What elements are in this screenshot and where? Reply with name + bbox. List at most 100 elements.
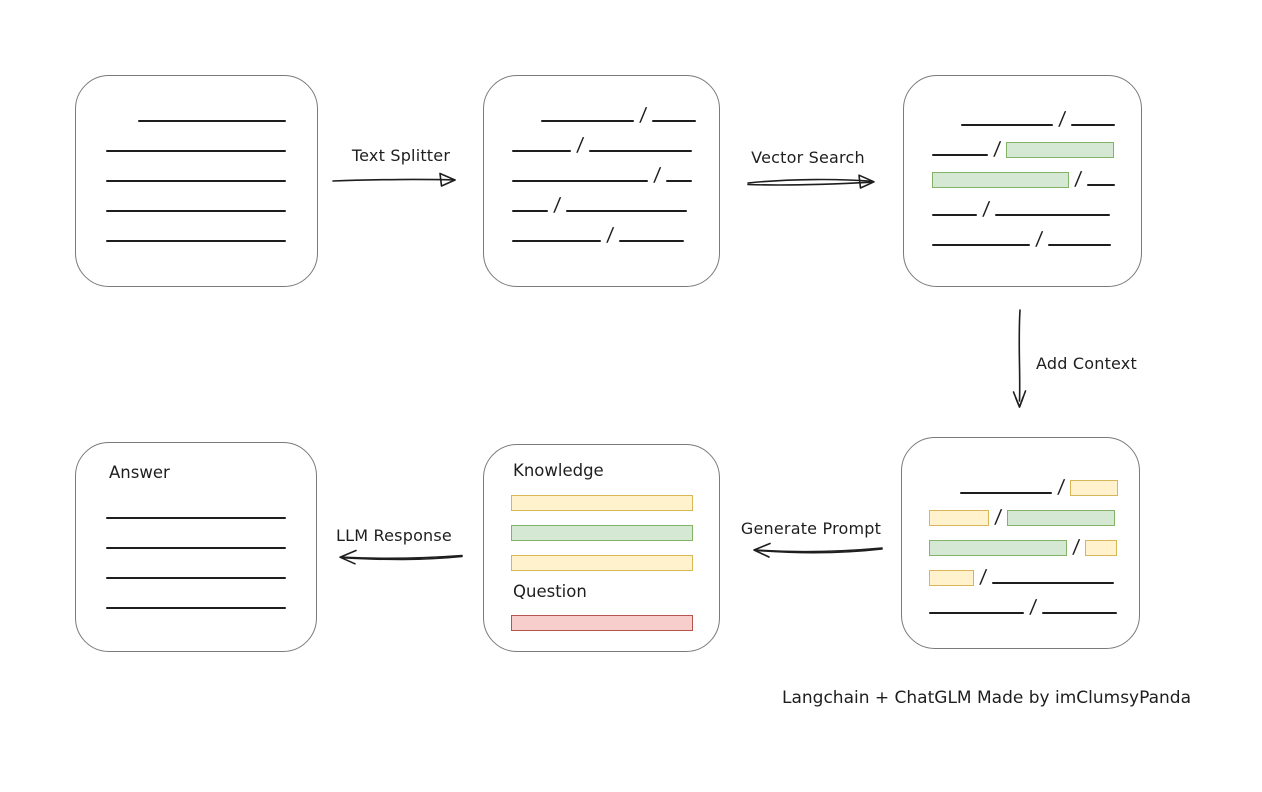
green-chunk-highlight xyxy=(932,172,1069,188)
yellow-prompt-bar xyxy=(511,495,693,511)
text-line xyxy=(106,150,286,152)
text-line xyxy=(138,120,286,122)
text-splitter-arrow xyxy=(332,172,456,187)
chunk-separator-slash: / xyxy=(575,134,585,156)
split-chunks-box: ///// xyxy=(483,75,720,287)
chunk-separator-slash: / xyxy=(552,194,562,216)
text-line xyxy=(619,240,685,242)
chunk-separator-slash: / xyxy=(1071,536,1081,558)
text-line xyxy=(932,214,977,216)
text-line xyxy=(106,210,286,212)
chunk-separator-slash: / xyxy=(1056,476,1066,498)
chunk-row xyxy=(106,551,316,581)
llm-response-label: LLM Response xyxy=(336,526,452,545)
vector-search-label: Vector Search xyxy=(751,148,865,167)
green-chunk-highlight xyxy=(1007,510,1116,526)
green-chunk-highlight xyxy=(1006,142,1115,158)
document-text-lines xyxy=(106,94,317,244)
text-line xyxy=(541,120,634,122)
prompt-box: Knowledge Question xyxy=(483,444,720,652)
green-chunk-highlight xyxy=(929,540,1067,556)
text-line xyxy=(512,210,548,212)
text-line xyxy=(960,492,1052,494)
answer-text-lines xyxy=(106,491,316,611)
chunk-separator-slash: / xyxy=(978,566,988,588)
chunk-row: / xyxy=(929,466,1139,498)
context-chunks-box: / / / / / xyxy=(901,437,1140,649)
vector-search-arrow xyxy=(747,174,875,189)
text-line xyxy=(106,517,286,519)
chunk-row: / xyxy=(512,154,719,186)
chunk-row: / xyxy=(512,184,719,216)
chunk-separator-slash: / xyxy=(1073,168,1083,190)
chunk-separator-slash: / xyxy=(992,138,1002,160)
context-chunk-rows: / / / / / xyxy=(929,466,1139,618)
text-line xyxy=(961,124,1053,126)
text-line xyxy=(932,244,1030,246)
chunk-row: / xyxy=(932,128,1141,160)
yellow-chunk-highlight xyxy=(929,570,974,586)
credit-text: Langchain + ChatGLM Made by imClumsyPand… xyxy=(782,688,1191,708)
chunk-row: / xyxy=(929,496,1139,528)
chunk-row: / xyxy=(932,188,1141,220)
chunk-row: / xyxy=(512,214,719,246)
generate-prompt-arrow xyxy=(753,542,883,558)
yellow-chunk-highlight xyxy=(929,510,989,526)
add-context-label: Add Context xyxy=(1036,354,1137,373)
split-chunk-rows: ///// xyxy=(512,94,719,246)
chunk-row: / xyxy=(932,218,1141,250)
text-line xyxy=(106,240,286,242)
chunk-separator-slash: / xyxy=(981,198,991,220)
chunk-row: / xyxy=(929,556,1139,588)
chunk-separator-slash: / xyxy=(605,224,615,246)
chunk-row: / xyxy=(929,586,1139,618)
text-line xyxy=(589,150,693,152)
text-line xyxy=(652,120,697,122)
chunk-row xyxy=(106,521,316,551)
text-line xyxy=(512,180,648,182)
text-line xyxy=(666,180,693,182)
text-line xyxy=(929,612,1024,614)
text-line xyxy=(1087,184,1116,186)
green-prompt-bar xyxy=(511,525,693,541)
text-line xyxy=(566,210,688,212)
text-line xyxy=(1042,612,1118,614)
question-label: Question xyxy=(513,582,587,601)
chunk-row: / xyxy=(932,158,1141,190)
chunk-row: / xyxy=(929,526,1139,558)
yellow-prompt-bar xyxy=(511,555,693,571)
text-line xyxy=(512,240,601,242)
text-line xyxy=(512,150,571,152)
chunk-row xyxy=(106,154,317,184)
vector-results-box: / / / / / xyxy=(903,75,1142,287)
chunk-row xyxy=(106,124,317,154)
yellow-chunk-highlight xyxy=(1070,480,1119,496)
chunk-row: / xyxy=(512,94,719,126)
chunk-separator-slash: / xyxy=(1057,108,1067,130)
text-line xyxy=(1048,244,1112,246)
chunk-row: / xyxy=(512,124,719,156)
chunk-row xyxy=(106,581,316,611)
answer-label: Answer xyxy=(109,463,170,482)
source-document-box xyxy=(75,75,318,287)
chunk-separator-slash: / xyxy=(638,104,648,126)
add-context-arrow xyxy=(1012,309,1027,408)
text-line xyxy=(995,214,1111,216)
chunk-row xyxy=(106,491,316,521)
text-line xyxy=(932,154,988,156)
chunk-row xyxy=(106,184,317,214)
text-line xyxy=(992,582,1115,584)
text-line xyxy=(106,607,286,609)
chunk-separator-slash: / xyxy=(1034,228,1044,250)
text-line xyxy=(106,577,286,579)
red-prompt-bar xyxy=(511,615,693,631)
chunk-separator-slash: / xyxy=(1028,596,1038,618)
chunk-row xyxy=(106,94,317,124)
vector-result-rows: / / / / / xyxy=(932,98,1141,250)
chunk-separator-slash: / xyxy=(993,506,1003,528)
text-line xyxy=(106,180,286,182)
text-line xyxy=(106,547,286,549)
chunk-row xyxy=(106,214,317,244)
yellow-chunk-highlight xyxy=(1085,540,1118,556)
